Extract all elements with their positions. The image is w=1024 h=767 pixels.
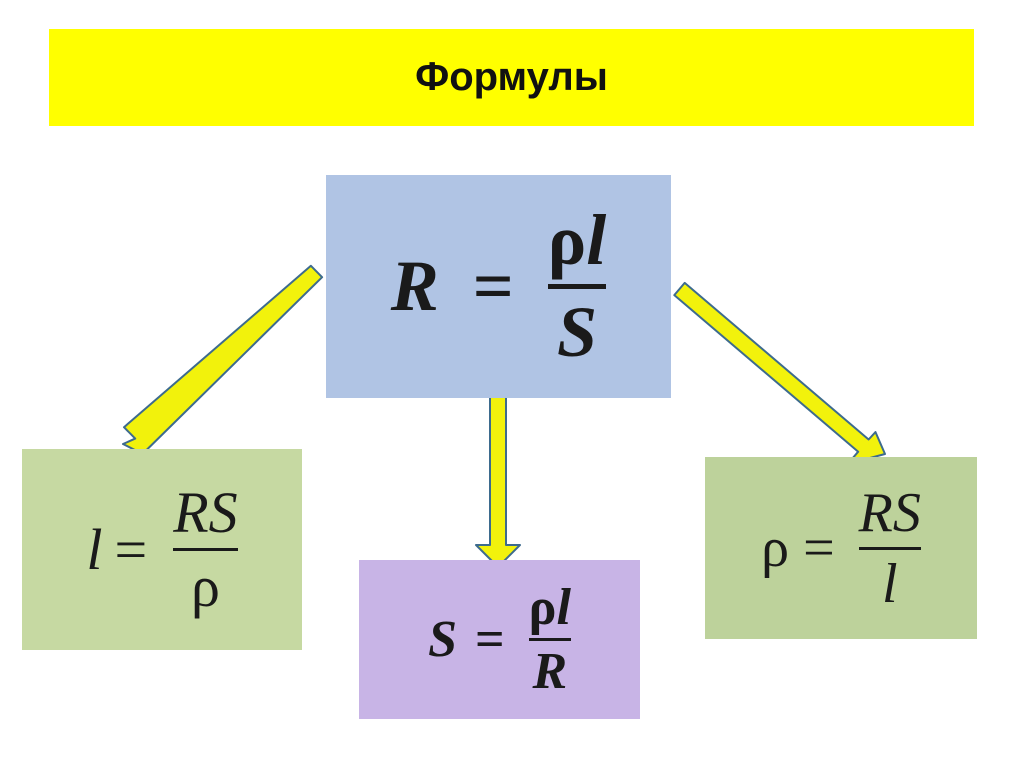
equals-sign: = bbox=[114, 517, 148, 582]
numerator: RS bbox=[858, 481, 921, 544]
main-formula: R = ρl S bbox=[326, 175, 671, 398]
formula-lhs: S bbox=[428, 611, 457, 668]
page-title: Формулы bbox=[415, 55, 608, 99]
arrow-to-length bbox=[122, 264, 324, 463]
denominator: l bbox=[881, 552, 898, 615]
arrow-to-area bbox=[475, 391, 521, 568]
numerator-l: l bbox=[556, 579, 571, 636]
denominator: ρ bbox=[190, 554, 220, 619]
fraction: RS ρ bbox=[173, 479, 238, 620]
denominator: S bbox=[557, 292, 598, 372]
numerator: ρl bbox=[548, 199, 607, 282]
numerator-l: l bbox=[586, 200, 607, 280]
fraction-bar bbox=[528, 638, 571, 641]
fraction: ρl R bbox=[528, 578, 571, 701]
fraction-bar bbox=[547, 284, 607, 289]
area-formula: S = ρl R bbox=[359, 560, 640, 719]
equals-sign: = bbox=[803, 517, 835, 579]
length-formula: l = RS ρ bbox=[22, 449, 302, 650]
numerator: ρl bbox=[529, 578, 571, 637]
equals-sign: = bbox=[475, 611, 505, 668]
formula-lhs: l bbox=[86, 517, 103, 582]
title-banner: Формулы bbox=[49, 29, 974, 126]
formula-lhs: R bbox=[390, 246, 439, 326]
numerator: RS bbox=[173, 480, 238, 545]
fraction: RS l bbox=[858, 481, 921, 616]
resistivity-formula-expression: ρ = RS l bbox=[761, 481, 921, 616]
arrow-to-resistivity bbox=[673, 281, 886, 465]
numerator-rho: ρ bbox=[528, 579, 557, 636]
resistance-formula: R = ρl S bbox=[391, 199, 607, 374]
denominator: R bbox=[532, 643, 568, 700]
resistivity-formula: ρ = RS l bbox=[705, 457, 977, 639]
formula-lhs: ρ bbox=[761, 517, 790, 579]
fraction-bar bbox=[858, 546, 921, 550]
equals-sign: = bbox=[472, 246, 514, 326]
area-formula-expression: S = ρl R bbox=[428, 578, 571, 701]
fraction-bar bbox=[173, 548, 238, 551]
numerator-rho: ρ bbox=[547, 200, 587, 280]
fraction: ρl S bbox=[547, 199, 607, 374]
length-formula-expression: l = RS ρ bbox=[86, 479, 238, 620]
